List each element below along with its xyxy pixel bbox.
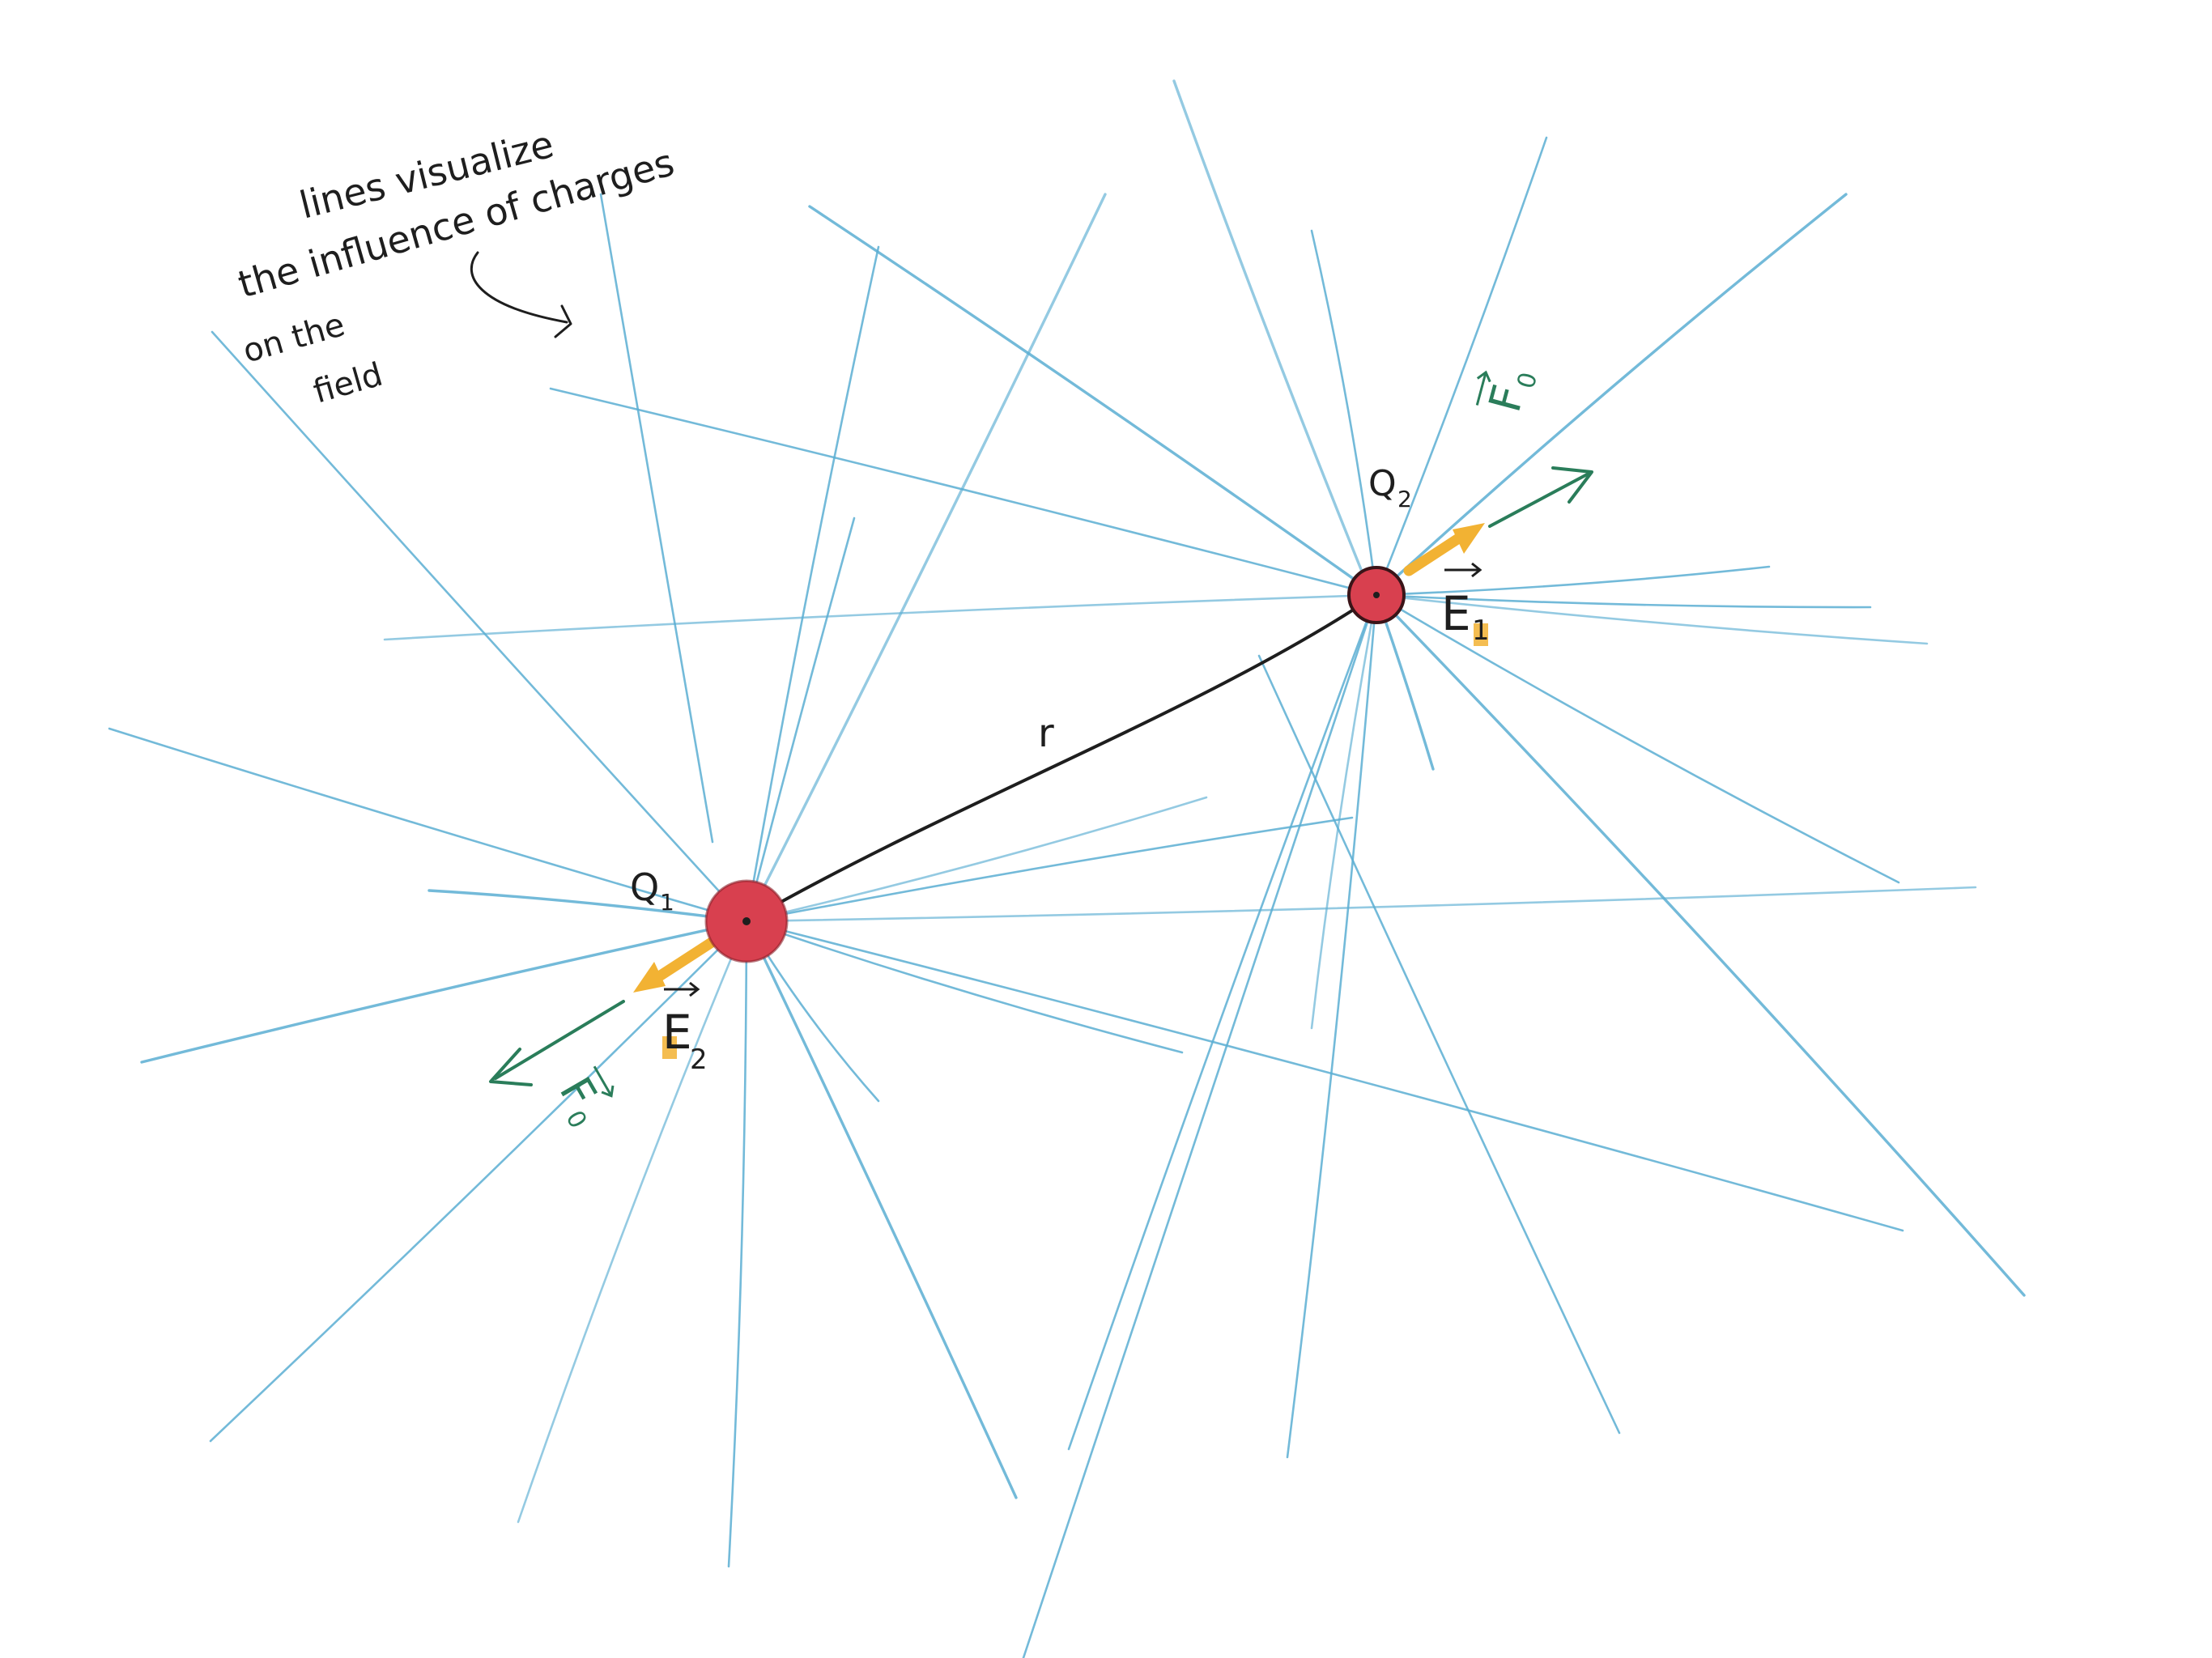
field-line — [1375, 593, 1900, 884]
charge-q1-label: Q 1 — [630, 865, 674, 916]
field-line — [745, 886, 1977, 923]
field-line — [140, 920, 748, 1064]
field-vector-e1 — [1403, 523, 1485, 576]
annotation-arrowhead — [554, 304, 572, 338]
force-f0-label-q1: F 0 — [550, 1065, 615, 1133]
field-e1-label: E 1 — [1441, 562, 1490, 647]
force-f0-label-q2: F 0 — [1475, 369, 1543, 417]
annotation-line-4: field — [309, 356, 387, 411]
distance-line — [745, 596, 1374, 923]
svg-text:Q: Q — [1368, 463, 1397, 504]
field-line — [1286, 593, 1378, 1459]
field-line — [1375, 593, 2026, 1297]
field-line — [1022, 593, 1378, 1658]
field-line — [745, 920, 1018, 1499]
field-line — [745, 517, 856, 923]
field-line — [1310, 229, 1378, 597]
field-line — [1375, 193, 1848, 597]
field-line — [599, 193, 714, 844]
field-line — [745, 920, 1904, 1232]
svg-text:E: E — [1441, 586, 1471, 641]
field-line — [549, 387, 1378, 597]
charge-q2-label: Q 2 — [1368, 463, 1412, 512]
force-vector-f0-q2 — [1488, 466, 1593, 528]
field-line — [209, 920, 748, 1443]
field-line — [517, 920, 748, 1524]
svg-text:E: E — [662, 1005, 692, 1060]
charge-q2 — [1347, 566, 1406, 624]
field-line — [745, 920, 1184, 1054]
field-line — [211, 330, 748, 923]
annotation-arrow — [470, 251, 568, 324]
field-vector-e2 — [633, 935, 720, 993]
field-line — [383, 593, 1378, 641]
annotation: lines visualize the influence of charges… — [233, 122, 678, 411]
annotation-line-3: on the — [239, 306, 349, 371]
field-line — [745, 816, 1354, 923]
svg-text:2: 2 — [690, 1044, 708, 1076]
svg-text:1: 1 — [660, 889, 674, 916]
charge-q1 — [704, 879, 789, 963]
field-line — [428, 889, 748, 923]
field-line — [1172, 79, 1374, 599]
field-line — [1375, 565, 1771, 597]
svg-text:1: 1 — [1472, 614, 1490, 647]
force-vector-f0-q1 — [489, 1000, 625, 1086]
field-line — [1067, 593, 1378, 1451]
field-line — [108, 727, 748, 923]
field-line — [745, 245, 880, 923]
field-line — [1310, 593, 1378, 1030]
field-line — [1375, 136, 1548, 597]
field-line — [1257, 654, 1621, 1435]
field-line — [727, 920, 748, 1568]
svg-text:Q: Q — [630, 865, 659, 909]
field-e2-label: E 2 — [662, 981, 708, 1076]
field-line — [808, 205, 1378, 597]
field-line — [1375, 593, 1929, 645]
field-line — [1375, 593, 1872, 609]
field-line — [745, 193, 1107, 923]
field-lines — [108, 79, 2026, 1658]
field-line — [745, 796, 1208, 923]
distance-label: r — [1038, 711, 1054, 756]
svg-text:2: 2 — [1397, 486, 1412, 512]
